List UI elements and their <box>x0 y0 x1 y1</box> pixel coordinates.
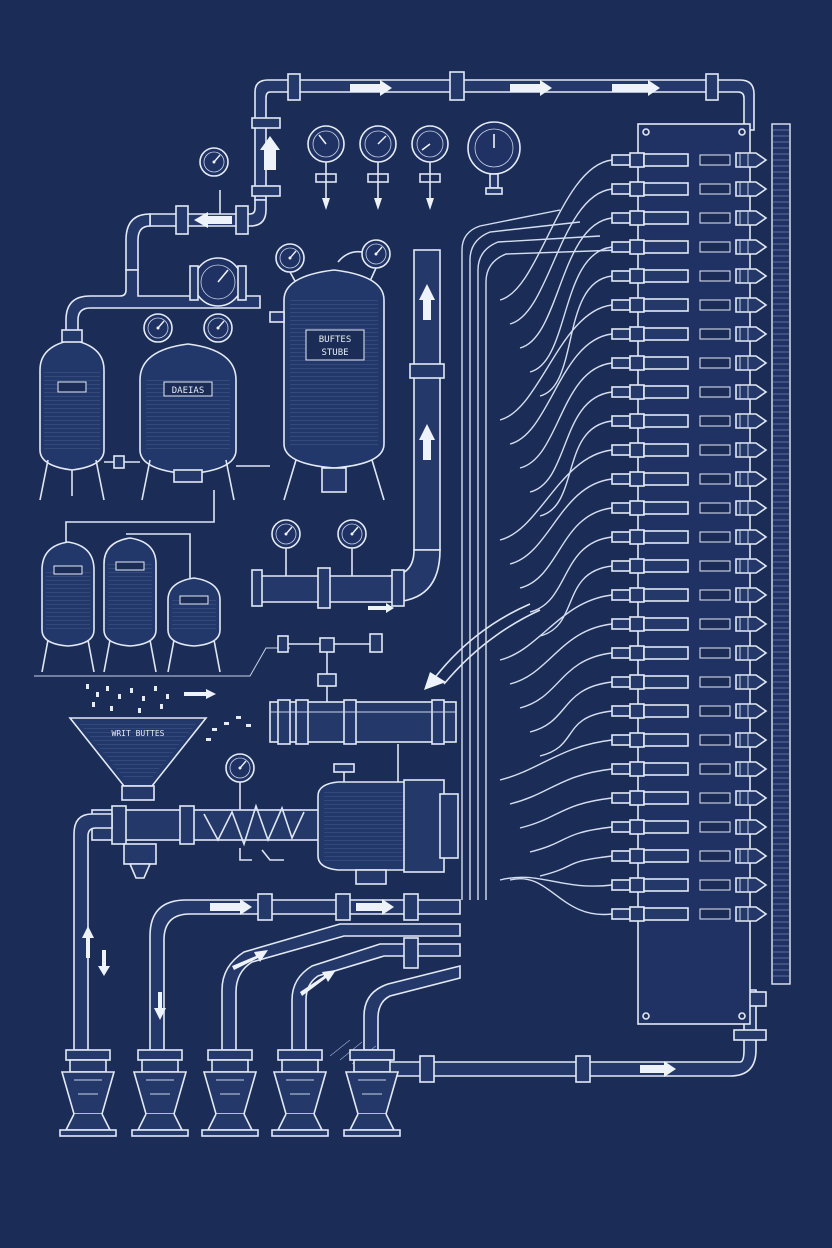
manifold-port <box>611 645 768 661</box>
tank-label-line-2: STUBE <box>321 348 348 358</box>
nozzle-row <box>59 1049 401 1137</box>
manifold-port <box>611 326 768 342</box>
nozzle-icon <box>271 1049 329 1137</box>
hose <box>539 420 613 517</box>
manifold-port <box>611 587 768 603</box>
gauge-row-top <box>307 121 521 210</box>
top-return-pipeline <box>251 71 755 201</box>
hose <box>499 594 613 661</box>
pressure-gauge-icon <box>225 753 255 783</box>
hose <box>519 217 613 349</box>
flow-arrow-icon <box>210 899 252 915</box>
manifold-port <box>611 355 768 371</box>
manifold-port <box>611 413 768 429</box>
pressure-gauge-icon <box>143 313 173 343</box>
flow-arrow-icon <box>640 1061 676 1077</box>
hose <box>499 876 613 887</box>
manifold-port <box>611 616 768 632</box>
nozzle-icon <box>131 1049 189 1137</box>
tank-label-line-1: BUFTES <box>319 335 352 345</box>
storage-tank-main: BUFTES STUBE <box>269 239 391 501</box>
manifold-port <box>611 761 768 777</box>
storage-tank-middle: DAEIAS <box>104 313 270 501</box>
storage-tank-left <box>39 329 105 501</box>
manifold-port <box>611 268 768 284</box>
manifold-port <box>611 848 768 864</box>
manifold-port <box>611 819 768 835</box>
hose <box>509 188 613 325</box>
hose <box>499 159 613 301</box>
tank-label: DAEIAS <box>172 386 205 396</box>
pressure-gauge-icon <box>271 519 301 549</box>
manifold-port <box>611 732 768 748</box>
hose <box>529 246 613 373</box>
manifold-port <box>611 500 768 516</box>
manifold-port <box>611 471 768 487</box>
hose <box>529 681 613 733</box>
hose <box>509 333 613 445</box>
manifold-port <box>611 152 768 168</box>
flow-arrow-icon <box>356 899 394 915</box>
hose <box>499 449 613 541</box>
manifold-port <box>611 790 768 806</box>
valve-assembly <box>269 633 457 745</box>
manifold-port <box>611 442 768 458</box>
riser-pipe <box>251 249 445 613</box>
small-tanks <box>34 490 290 677</box>
manifold-port <box>611 181 768 197</box>
hose-bundle <box>499 159 613 916</box>
header-pipe-left <box>125 147 267 271</box>
manifold-port <box>611 877 768 893</box>
manifold-port <box>611 384 768 400</box>
flow-arrow-icon <box>82 926 94 958</box>
manifold-port <box>611 239 768 255</box>
manifold-port <box>611 210 768 226</box>
nozzle-icon <box>59 1049 117 1137</box>
hose <box>539 710 613 757</box>
hose <box>509 878 613 916</box>
flow-arrow-icon <box>510 80 552 96</box>
manifold-port <box>611 558 768 574</box>
hose <box>539 565 613 637</box>
pressure-gauge-icon <box>337 519 367 549</box>
trunk-lines <box>424 209 621 900</box>
flow-arrow-icon <box>612 80 660 96</box>
hose <box>499 304 613 421</box>
hose <box>529 391 613 493</box>
manifold-port <box>611 703 768 719</box>
hose <box>539 855 613 877</box>
manifold-panel <box>611 123 791 1025</box>
flow-arrow-icon <box>350 80 392 96</box>
manifold-port <box>611 674 768 690</box>
hose <box>519 652 613 709</box>
manifold-port <box>611 906 768 922</box>
hose <box>529 536 613 613</box>
pressure-gauge-icon <box>361 239 391 269</box>
hose <box>539 275 613 397</box>
flow-arrow-icon <box>260 136 280 170</box>
hose <box>509 478 613 565</box>
hose <box>519 507 613 589</box>
flow-arrow-icon <box>419 424 435 460</box>
pressure-gauge-icon <box>203 313 233 343</box>
hose <box>509 623 613 685</box>
flow-arrow-icon <box>419 284 435 320</box>
manifold-port <box>611 529 768 545</box>
flow-arrow-icon <box>184 689 216 699</box>
flow-arrow-icon <box>194 212 232 228</box>
pressure-gauge-icon <box>199 147 229 177</box>
tank-feed-pipe <box>65 257 261 341</box>
hopper-label: WRIT BUTTES <box>112 729 165 738</box>
hose <box>499 739 613 781</box>
pressure-gauge-icon <box>275 243 305 273</box>
hopper: WRIT BUTTES <box>68 684 251 801</box>
hose <box>529 826 613 853</box>
hose <box>509 768 613 805</box>
nozzle-icon <box>201 1049 259 1137</box>
hose <box>519 362 613 469</box>
manifold-port <box>611 297 768 313</box>
hose <box>519 797 613 829</box>
